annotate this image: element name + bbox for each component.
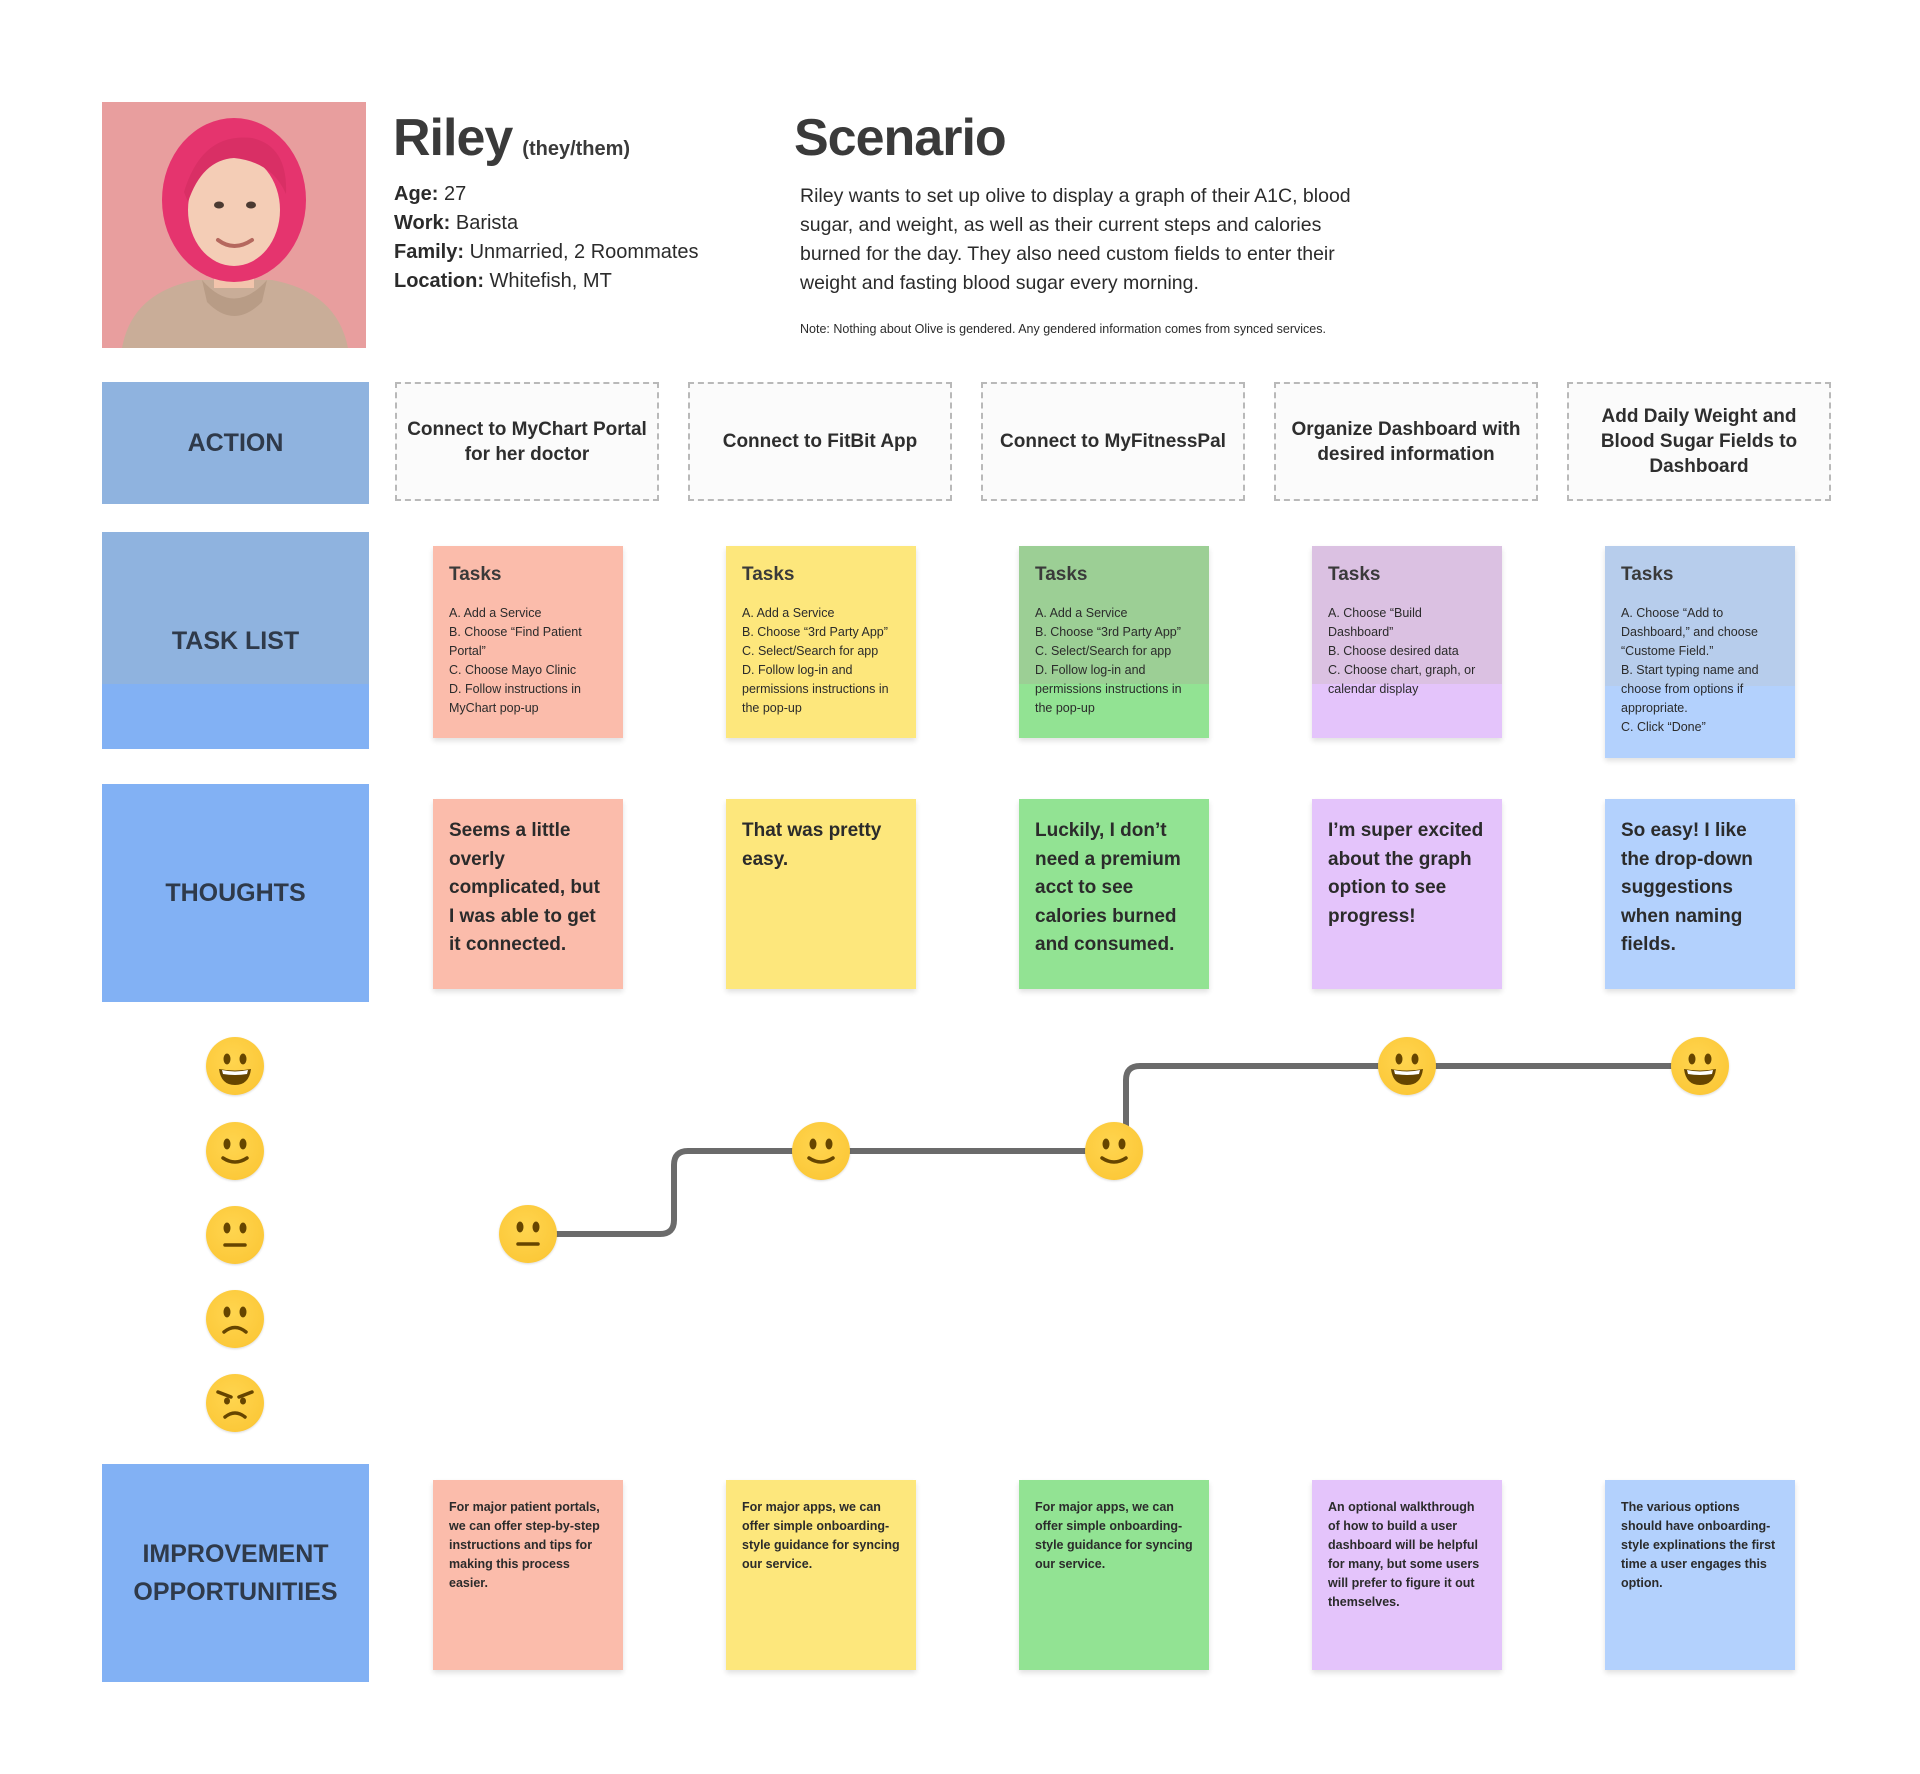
task-sticky: Tasks A. Choose “Add to Dashboard,” and … — [1605, 546, 1795, 758]
improvement-sticky: For major apps, we can offer simple onbo… — [726, 1480, 916, 1670]
scenario-title: Scenario — [794, 109, 1007, 167]
task-title: Tasks — [742, 564, 795, 585]
action-box: Connect to MyChart Portal for her doctor — [395, 382, 659, 501]
fact-work: Work: Barista — [394, 212, 519, 234]
persona-facts: Age: 27 Work: Barista Family: Unmarried,… — [394, 180, 699, 296]
fact-location: Location: Whitefish, MT — [394, 270, 612, 292]
row-label-thoughts: THOUGHTS — [102, 784, 369, 1002]
fact-age: Age: 27 — [394, 183, 467, 205]
task-sticky: Tasks A. Choose “Build Dashboard” B. Cho… — [1312, 546, 1502, 738]
grinning-face-icon — [206, 1037, 264, 1095]
fact-family: Family: Unmarried, 2 Roommates — [394, 241, 699, 263]
row-label-action: ACTION — [102, 382, 369, 504]
task-title: Tasks — [1621, 564, 1674, 585]
improvement-sticky: The various options should have onboardi… — [1605, 1480, 1795, 1670]
task-line: A. Add a Service — [742, 606, 835, 620]
thought-sticky: So easy! I like the drop-down suggestion… — [1605, 799, 1795, 989]
persona-portrait-icon — [102, 102, 366, 348]
task-title: Tasks — [1328, 564, 1381, 585]
thought-sticky: I’m super excited about the graph option… — [1312, 799, 1502, 989]
task-line: B. Choose desired data — [1328, 644, 1459, 658]
angry-face-icon — [206, 1374, 264, 1432]
task-line: C. Click “Done” — [1621, 720, 1706, 734]
task-line: C. Select/Search for app — [1035, 644, 1172, 658]
thought-sticky: That was pretty easy. — [726, 799, 916, 989]
improvement-sticky: For major apps, we can offer simple onbo… — [1019, 1480, 1209, 1670]
thought-sticky: Seems a little overly complicated, but I… — [433, 799, 623, 989]
task-line: B. Choose “3rd Party App” — [1035, 625, 1181, 639]
action-box: Connect to FitBit App — [688, 382, 952, 501]
task-line: B. Choose “Find Patient Portal” — [449, 625, 582, 658]
row-label-task-list: TASK LIST — [102, 532, 369, 749]
persona-pronouns: (they/them) — [522, 138, 631, 160]
task-sticky: Tasks A. Add a Service B. Choose “3rd Pa… — [1019, 546, 1209, 738]
task-line: C. Choose Mayo Clinic — [449, 663, 577, 677]
improvement-sticky: An optional walkthrough of how to build … — [1312, 1480, 1502, 1670]
neutral-face-icon — [206, 1206, 264, 1264]
task-title: Tasks — [449, 564, 502, 585]
journey-grinning-face-icon — [1671, 1037, 1729, 1095]
thought-sticky: Luckily, I don’t need a premium acct to … — [1019, 799, 1209, 989]
task-sticky: Tasks A. Add a Service B. Choose “Find P… — [433, 546, 623, 738]
slightly-smiling-face-icon — [206, 1122, 264, 1180]
persona-name: Riley(they/them) — [393, 109, 631, 167]
task-line: D. Follow log-in and permissions instruc… — [1035, 663, 1182, 715]
task-line: A. Choose “Build Dashboard” — [1328, 606, 1422, 639]
scenario-text: Riley wants to set up olive to display a… — [800, 185, 1351, 294]
task-line: D. Follow log-in and permissions instruc… — [742, 663, 889, 715]
persona-photo — [102, 102, 366, 348]
task-line: A. Choose “Add to Dashboard,” and choose… — [1621, 606, 1758, 658]
journey-grinning-face-icon — [1378, 1037, 1436, 1095]
task-sticky: Tasks A. Add a Service B. Choose “3rd Pa… — [726, 546, 916, 738]
task-line: B. Choose “3rd Party App” — [742, 625, 888, 639]
action-box: Organize Dashboard with desired informat… — [1274, 382, 1538, 501]
task-line: A. Add a Service — [449, 606, 542, 620]
improvement-sticky: For major patient portals, we can offer … — [433, 1480, 623, 1670]
journey-neutral-face-icon — [499, 1205, 557, 1263]
slightly-frowning-face-icon — [206, 1290, 264, 1348]
task-line: D. Follow instructions in MyChart pop-up — [449, 682, 581, 715]
scenario-note: Note: Nothing about Olive is gendered. A… — [800, 322, 1326, 336]
task-line: B. Start typing name and choose from opt… — [1621, 663, 1759, 715]
task-line: C. Choose chart, graph, or calendar disp… — [1328, 663, 1476, 696]
task-title: Tasks — [1035, 564, 1088, 585]
journey-slightly-smiling-face-icon — [792, 1122, 850, 1180]
task-line: C. Select/Search for app — [742, 644, 879, 658]
journey-slightly-smiling-face-icon — [1085, 1122, 1143, 1180]
action-box: Add Daily Weight and Blood Sugar Fields … — [1567, 382, 1831, 501]
task-line: A. Add a Service — [1035, 606, 1128, 620]
action-box: Connect to MyFitnessPal — [981, 382, 1245, 501]
